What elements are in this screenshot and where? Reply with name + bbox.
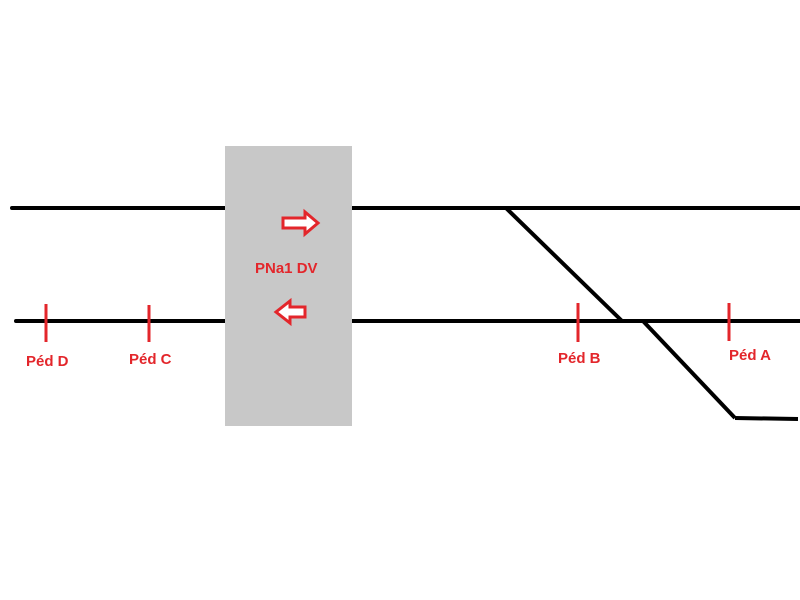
branch-track <box>734 416 799 421</box>
pedal-label-c: Péd C <box>129 351 172 368</box>
crossing-label: PNa1 DV <box>255 260 318 277</box>
branch-diagonal <box>641 319 737 420</box>
pedal-label-b: Péd B <box>558 350 601 367</box>
pedal-label-d: Péd D <box>26 353 69 370</box>
arrow-right-icon <box>281 208 321 238</box>
pedal-label-a: Péd A <box>729 347 771 364</box>
crossover-diagonal <box>504 206 624 323</box>
arrow-left-icon <box>273 297 307 327</box>
level-crossing-box <box>225 146 352 426</box>
